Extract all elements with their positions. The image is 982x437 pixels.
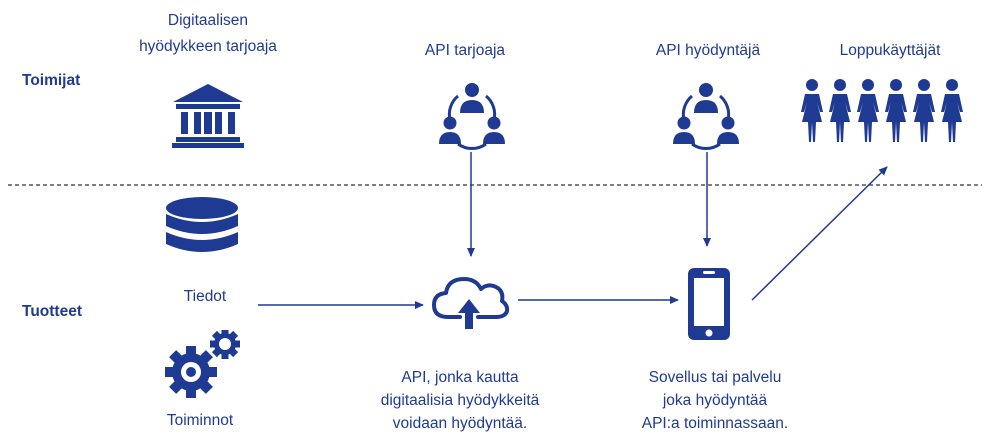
app-desc-line3: API:a toiminnassaan.	[641, 415, 789, 432]
digital-provider-line1: Digitaalisen	[167, 12, 249, 29]
data-label: Tiedot	[183, 288, 227, 305]
end-users-label: Loppukäyttäjät	[839, 42, 941, 59]
cloud-upload-icon	[432, 277, 510, 329]
api-desc-line2: digitaalisia hyödykkeitä	[380, 392, 540, 409]
api-desc-line1: API, jonka kautta	[401, 369, 519, 386]
app-description: Sovellus tai palvelu joka hyödyntää API:…	[600, 366, 830, 435]
row-label-products: Tuotteet	[22, 303, 82, 320]
functions-label: Toiminnot	[166, 412, 234, 429]
app-desc-line2: joka hyödyntää	[662, 392, 768, 409]
api-description: API, jonka kautta digitaalisia hyödykkei…	[345, 366, 575, 435]
crowd-icon	[801, 79, 963, 142]
people-network-icon	[673, 83, 739, 151]
row-label-actors: Toimijat	[22, 72, 81, 89]
api-provider-label: API tarjoaja	[424, 42, 506, 59]
arrow-app-to-end-users	[751, 166, 888, 301]
app-desc-line1: Sovellus tai palvelu	[648, 369, 782, 386]
digital-provider-line2: hyödykkeen tarjoaja	[139, 38, 277, 55]
gears-icon	[165, 330, 240, 398]
database-icon	[166, 197, 238, 252]
api-desc-line3: voidaan hyödyntää.	[392, 415, 528, 432]
digital-provider-label: Digitaalisen hyödykkeen tarjoaja	[108, 8, 308, 60]
bank-building-icon	[172, 84, 244, 148]
smartphone-icon	[688, 268, 730, 340]
people-network-icon	[439, 83, 505, 151]
api-user-label: API hyödyntäjä	[655, 42, 761, 59]
